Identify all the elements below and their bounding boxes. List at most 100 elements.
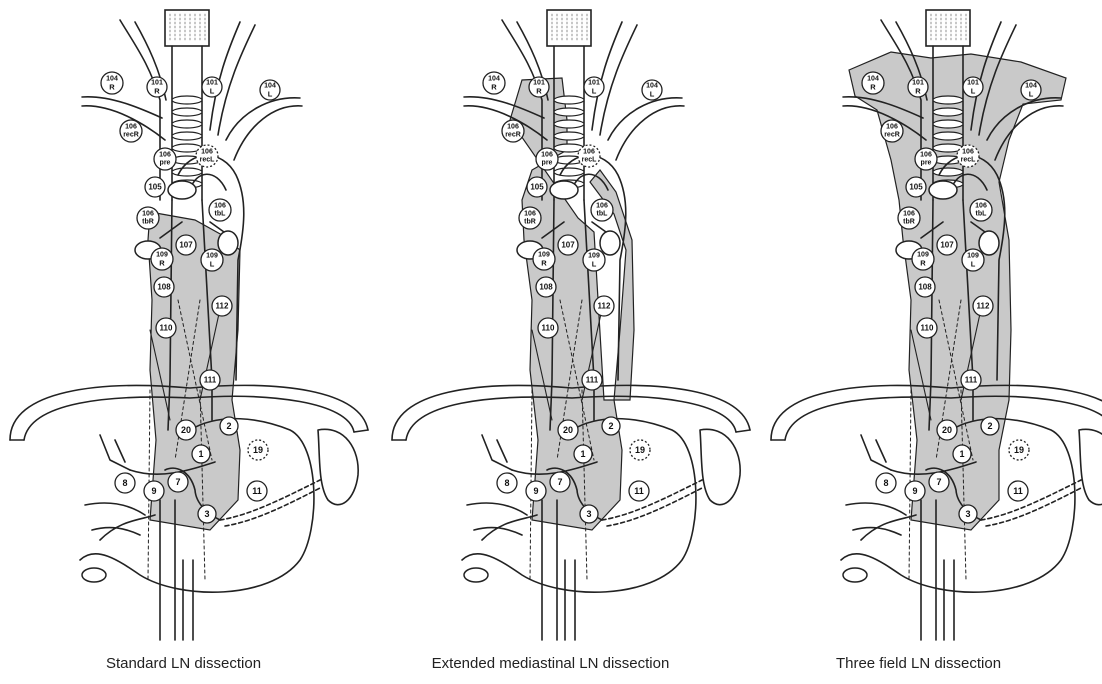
station-112: 112 (212, 296, 232, 316)
svg-text:107: 107 (561, 241, 575, 250)
svg-text:R: R (536, 87, 542, 96)
svg-text:recR: recR (884, 132, 900, 139)
station-105: 105 (145, 177, 165, 197)
svg-text:9: 9 (533, 486, 538, 496)
svg-text:112: 112 (598, 302, 611, 311)
station-8: 8 (115, 473, 135, 493)
svg-text:2: 2 (987, 421, 992, 431)
station-2: 2 (602, 417, 620, 435)
svg-text:L: L (650, 90, 655, 99)
station-2: 2 (981, 417, 999, 435)
panel-caption-standard: Standard LN dissection (0, 655, 367, 672)
svg-text:20: 20 (563, 425, 573, 435)
svg-text:101: 101 (912, 80, 924, 87)
svg-text:L: L (592, 87, 597, 96)
svg-text:105: 105 (909, 183, 923, 192)
svg-text:R: R (159, 259, 165, 268)
station-110: 110 (917, 318, 937, 338)
svg-text:8: 8 (883, 478, 888, 488)
station-110: 110 (156, 318, 176, 338)
svg-text:R: R (154, 87, 160, 96)
station-9: 9 (144, 481, 164, 501)
station-111: 111 (961, 370, 981, 390)
station-9: 9 (526, 481, 546, 501)
svg-text:104: 104 (1025, 83, 1037, 90)
svg-text:L: L (210, 87, 215, 96)
left-bronchus (979, 231, 999, 255)
svg-text:104: 104 (264, 83, 276, 90)
station-2: 2 (220, 417, 238, 435)
svg-text:101: 101 (151, 80, 163, 87)
station-8: 8 (876, 473, 896, 493)
station-20: 20 (176, 420, 196, 440)
svg-text:108: 108 (918, 283, 932, 292)
station-106pre: 106pre (915, 148, 937, 170)
svg-text:109: 109 (917, 252, 929, 259)
station-11: 11 (247, 481, 267, 501)
svg-text:1: 1 (198, 449, 203, 459)
station-3: 3 (198, 505, 216, 523)
duodenum-end (82, 568, 106, 582)
svg-text:19: 19 (1014, 445, 1024, 455)
station-3: 3 (959, 505, 977, 523)
svg-text:106: 106 (583, 149, 595, 156)
svg-text:110: 110 (921, 324, 934, 333)
svg-text:108: 108 (157, 283, 171, 292)
svg-text:recR: recR (505, 132, 521, 139)
svg-text:L: L (210, 260, 215, 269)
esophagus-top (547, 10, 591, 46)
station-7: 7 (168, 472, 188, 492)
station-106recr: 106recR (881, 120, 903, 142)
svg-text:R: R (541, 259, 547, 268)
svg-text:104: 104 (646, 83, 658, 90)
svg-text:7: 7 (936, 477, 941, 487)
aortic-cross-section (929, 181, 957, 199)
station-106tbl: 106tbL (970, 199, 992, 221)
svg-text:104: 104 (488, 76, 500, 83)
station-7: 7 (550, 472, 570, 492)
svg-text:R: R (870, 83, 876, 92)
station-3: 3 (580, 505, 598, 523)
station-101r: 101R (908, 77, 928, 97)
panel-caption-extended: Extended mediastinal LN dissection (367, 655, 734, 672)
svg-text:106: 106 (903, 211, 915, 218)
svg-text:tbR: tbR (903, 219, 915, 226)
duodenum-end (843, 568, 867, 582)
station-11: 11 (1008, 481, 1028, 501)
svg-text:9: 9 (151, 486, 156, 496)
svg-text:7: 7 (175, 477, 180, 487)
svg-text:R: R (915, 87, 921, 96)
svg-text:recL: recL (961, 157, 977, 164)
svg-text:tbR: tbR (524, 219, 536, 226)
svg-text:106: 106 (920, 152, 932, 159)
svg-text:109: 109 (206, 253, 218, 260)
station-107: 107 (937, 235, 957, 255)
station-112: 112 (594, 296, 614, 316)
svg-text:19: 19 (253, 445, 263, 455)
station-107: 107 (176, 235, 196, 255)
svg-text:105: 105 (148, 183, 162, 192)
svg-text:1: 1 (959, 449, 964, 459)
svg-text:L: L (971, 260, 976, 269)
station-112: 112 (973, 296, 993, 316)
station-108: 108 (154, 277, 174, 297)
svg-text:110: 110 (542, 324, 555, 333)
station-19: 19 (1009, 440, 1029, 460)
station-109l: 109L (962, 249, 984, 271)
